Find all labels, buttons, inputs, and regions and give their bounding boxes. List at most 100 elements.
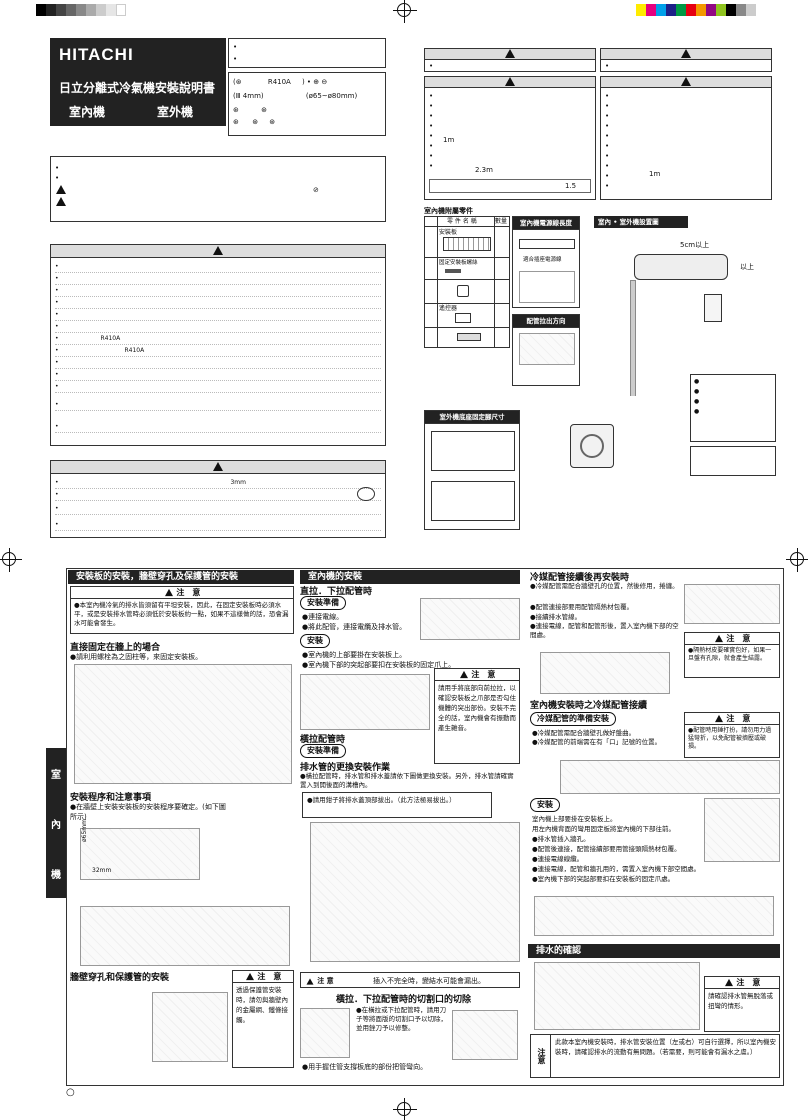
brand-logo: HITACHI [59,45,134,64]
warning-icon [505,49,515,58]
length-1m: 1m [443,136,455,144]
right-warning-a: • [424,48,596,72]
section-c-text-4: ●連接電線，配管和配管形後，置入室內機下部的空間處。 [530,622,679,639]
dim-65mm: ø65mm [81,819,88,842]
install-c-pill: 安裝 [530,798,560,812]
vertical-pipe-title: 直拉．下拉配管時 [300,587,373,597]
section-a-caution: 注 意 ●本室內機冷氣的排水皆須留有平坦安裝，因此，在固定安裝板時必須水平，或是… [70,586,294,634]
screw-icon [445,269,461,273]
refrigerant-label: R410A [267,78,291,86]
remote-icon [455,313,471,323]
prep-text-2: ●將此配管，連接電纜及排水管。 [302,623,407,631]
section-c-text-2: ●配管連接部要用配管隔熱材包覆。 [530,603,634,611]
fan-icon [580,434,604,458]
insert-caution-row: 注 意 插入不完全時，變結水可能會漏出。 [300,972,520,988]
pipe-direction-title: 配管拉出方向 [513,315,579,328]
caution-icon [306,977,314,985]
section-c-caution-2: 注 意 ●配管時用錘打扮，請勿用力過猛彎折，以免配管被擠壓或破損。 [684,712,780,758]
cut-diagram-left [300,1008,350,1058]
refrigerant-note-1: R410A [100,335,121,342]
section-c-caution-1: 注 意 ●隔熱材皮要確實包好，如果一旦盤有孔隙，就會產生結露。 [684,632,780,678]
warning-icon [505,77,515,86]
gap-label: 4mm [242,92,261,100]
mounting-plate-icon [443,237,491,251]
drain-text: ●橫拉配管時，排水管和排水蓋請依下圖做更換安裝。另外，排水管請確實置入到開後面的… [300,772,514,789]
install-text-2: ●室內機下部的突起部要扣在安裝板的固定爪上。 [302,661,456,669]
caution-icon [164,588,173,597]
title-block: HITACHI 日立分離式冷氣機安裝說明書 室內機 室外機 [50,38,226,126]
unit-outdoor-label: 室外機 [157,105,194,119]
refrigerant-bend-diagram [560,760,780,794]
remote-sketch [704,294,722,322]
length-1-5: 1.5 [565,182,577,190]
drain-check-title: 排水的確認 [528,944,780,958]
caution-icon [681,49,691,58]
right-warning-c: • [600,48,772,72]
indoor-install-diagram [300,674,430,730]
registration-mark-left [0,548,22,572]
install-c-diagram [704,798,780,862]
cut-diagram-right [452,1010,518,1060]
wall-hole-diagram [80,906,290,966]
drain-cap-icon [457,285,469,297]
clearance-5cm: 5cm以上 [680,241,710,249]
indoor-power-box: 室內機電源線長度 適合插座電源線 [512,216,580,308]
caution-icon [213,462,223,471]
warning-icon [56,185,66,194]
outdoor-unit-scene [530,396,680,516]
color-bar-right [636,4,756,16]
clearance-above: 以上 [740,263,754,271]
steps-text: ●在牆壁上安裝安裝板的安裝程序要確定。(如下圖所示) [70,803,226,821]
hole-caution: 注 意 透過保護管安裝時，請勿與牆壁內的金屬網、鐵條接觸。 [232,970,294,1068]
drain-caution: 注 意 請確認排水管無脫落或扭彎的情形。 [704,976,780,1032]
indoor-power-title: 室內機電源線長度 [513,217,579,230]
right-warning-d: •••••••••• 1m [600,76,772,200]
hole-size-label: (ø65~ø80mm) [305,92,358,100]
protective-pipe-diagram [152,992,228,1062]
hole-position-diagram [80,828,200,880]
install-position-diagram: 5cm以上 以上 ●●●● [594,230,778,480]
wall-mount-text: ●請利用螺栓為之固柱等，來固定安裝板。 [70,653,203,661]
parts-table: 零 件 名 稱 數量 安裝板 固定安裝板螺絲 遙控器 [424,216,510,348]
outlet-cable-label: 適合插座電源線 [523,257,562,263]
steps-title: 安裝程序和注意事項 [70,793,152,803]
registration-mark-bottom [393,1098,417,1120]
refrigerant-prep-text-1: ●冷媒配管需配合牆壁孔做好盤曲。 [532,729,636,737]
part-screws: 固定安裝板螺絲 [439,260,478,266]
no-touch-icon [357,487,375,501]
cut-text: ●在橫拉或下拉配管時，請用刀子等將面版的切割口予以切除，並用銼刀予以修整。 [356,1006,447,1032]
indoor-prep-diagram [420,598,520,640]
prep2-pill: 安裝準備 [300,744,346,758]
install-c-text: 室內機上部要掛在安裝板上。 用左內機背面的彎用固定板將室內機的下部往前。 ●排水… [532,815,701,883]
length-2-3m: 2.3m [475,166,493,174]
main-warning-box: • • • • • • • R410A • R410A • • • • • [50,244,386,446]
drain-check-diagram [534,962,700,1030]
warning-icon [213,246,223,255]
color-bar-left [36,4,126,16]
parts-col-qty: 數量 [494,218,507,225]
pipe-connection-diagram [684,584,780,624]
caution-icon [56,197,66,206]
mounting-plate-diagram [74,664,292,784]
section-c-text-3: ●接續排水管線。 [530,613,582,621]
length-1m-b: 1m [649,170,661,178]
wall-mount-title: 直接固定在牆上的場合 [70,643,161,653]
caution-icon [714,634,723,643]
horizontal-pipe-title: 橫拉配管時 [300,735,346,745]
drain-title: 排水管的更換安裝作業 [300,763,391,773]
drain-box: ●請用鉗子將排水蓋頂部拔出。（此方法極易拔出。） [302,792,492,818]
page-marker: ○ [66,1087,75,1098]
install-pill: 安裝 [300,634,330,648]
refrigerant-note-2: R410A [124,347,145,354]
section-b-caution: 注 意 請用手將底部向前拉拉，以確認安裝板之爪部是否勾住機體的突出部份。安裝不完… [434,668,520,764]
after-title: 室內機安裝時之冷媒配管接續 [530,701,648,711]
prep-pill: 安裝準備 [300,596,346,610]
registration-mark-right [786,548,808,572]
prep-text-1: ●連接電線。 [302,613,344,621]
registration-mark-top [393,0,417,23]
outdoor-base-box: 室外機底座固定腳尺寸 [424,410,520,530]
outdoor-base-title: 室外機底座固定腳尺寸 [425,411,519,424]
section-c-text-1: ●冷媒配管需配合牆壁孔的位置，然後修用，捲纏。 [530,582,679,590]
install-position-title: 室內 • 室外機設置圖 [594,216,688,228]
part-remote: 遙控器 [439,305,458,312]
